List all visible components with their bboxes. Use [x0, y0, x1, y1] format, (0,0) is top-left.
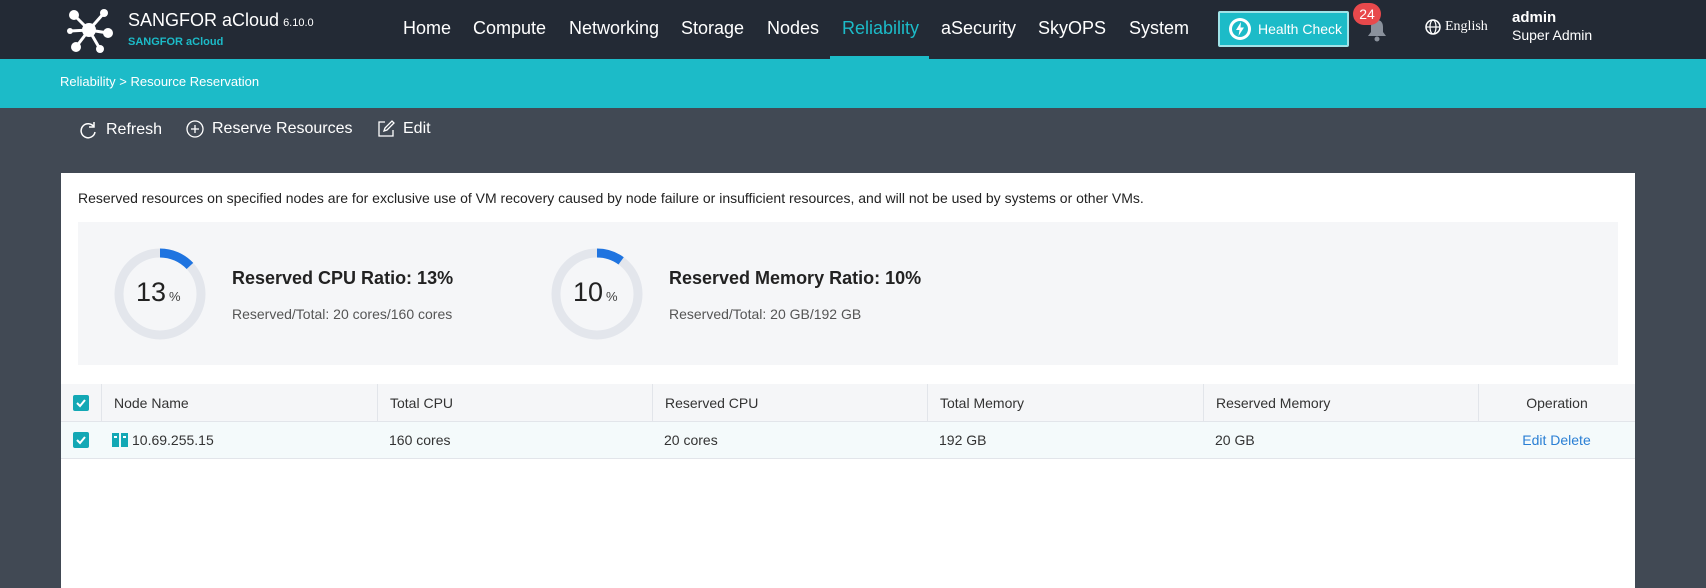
- nav-compute[interactable]: Compute: [473, 18, 547, 38]
- memory-ratio-ring: [551, 248, 643, 340]
- nav-home[interactable]: Home: [403, 18, 452, 38]
- nav-skyops[interactable]: SkyOPS: [1038, 18, 1107, 38]
- toolbar: Refresh Reserve Resources Edit: [0, 108, 1706, 156]
- refresh-icon: [80, 122, 96, 139]
- active-nav-indicator: [830, 56, 929, 59]
- edit-icon: [378, 120, 395, 137]
- breadcrumb-bar: Reliability > Resource Reservation: [0, 59, 1706, 108]
- reserved-cpu-cell: 20 cores: [664, 432, 718, 448]
- globe-icon: [1425, 19, 1441, 35]
- cpu-ratio-value: 13%: [136, 277, 181, 307]
- column-header-total-memory[interactable]: Total Memory: [927, 384, 1203, 421]
- reserve-resources-button[interactable]: Reserve Resources: [186, 120, 353, 138]
- breadcrumb: Reliability > Resource Reservation: [60, 74, 259, 89]
- refresh-button[interactable]: Refresh: [78, 120, 162, 140]
- breadcrumb-current: > Resource Reservation: [119, 74, 260, 89]
- row-checkbox[interactable]: [73, 432, 89, 448]
- nav-networking[interactable]: Networking: [569, 18, 660, 38]
- nav-storage[interactable]: Storage: [681, 18, 745, 38]
- brand-subtitle: SANGFOR aCloud: [128, 36, 224, 48]
- checkmark-icon: [76, 436, 86, 445]
- edit-label: Edit: [403, 120, 431, 137]
- version-label: 6.10.0: [283, 17, 314, 29]
- refresh-label: Refresh: [106, 121, 163, 138]
- health-check-icon: [1229, 18, 1251, 40]
- reserve-resources-label: Reserve Resources: [212, 120, 353, 137]
- health-check-button[interactable]: Health Check: [1218, 11, 1349, 47]
- content-panel: Reserved resources on specified nodes ar…: [61, 173, 1635, 588]
- checkmark-icon: [76, 398, 86, 407]
- memory-ratio-detail: Reserved/Total: 20 GB/192 GB: [669, 306, 862, 322]
- cpu-ratio-detail: Reserved/Total: 20 cores/160 cores: [232, 306, 453, 322]
- table-header: Node Name Total CPU Reserved CPU Total M…: [61, 384, 1635, 422]
- column-header-operation: Operation: [1478, 384, 1635, 421]
- memory-ratio-arc: [551, 248, 643, 340]
- cpu-ratio-ring: [114, 248, 206, 340]
- table-row[interactable]: 10.69.255.15 160 cores 20 cores 192 GB 2…: [61, 422, 1635, 459]
- row-delete-link[interactable]: Delete: [1550, 432, 1591, 448]
- reservation-stats: 13% Reserved CPU Ratio: 13% Reserved/Tot…: [78, 222, 1618, 365]
- language-selector[interactable]: English: [1425, 19, 1488, 35]
- node-name-cell: 10.69.255.15: [101, 422, 377, 458]
- nav-asecurity[interactable]: aSecurity: [941, 18, 1017, 38]
- column-header-reserved-cpu[interactable]: Reserved CPU: [652, 384, 927, 421]
- memory-ratio-value: 10%: [573, 277, 618, 307]
- total-cpu-cell: 160 cores: [389, 432, 451, 448]
- edit-button[interactable]: Edit: [377, 120, 431, 138]
- column-header-reserved-memory[interactable]: Reserved Memory: [1203, 384, 1478, 421]
- sangfor-logo-icon: [67, 9, 113, 53]
- nav-system[interactable]: System: [1129, 18, 1190, 38]
- operation-cell: Edit Delete: [1478, 422, 1635, 458]
- total-memory-cell: 192 GB: [939, 432, 987, 448]
- reservation-notice: Reserved resources on specified nodes ar…: [78, 190, 1144, 206]
- user-role: Super Admin: [1512, 27, 1593, 43]
- user-name[interactable]: admin: [1512, 9, 1557, 26]
- column-header-total-cpu[interactable]: Total CPU: [377, 384, 652, 421]
- node-name: 10.69.255.15: [132, 432, 214, 448]
- breadcrumb-root[interactable]: Reliability: [60, 74, 116, 89]
- notification-count-badge: 24: [1353, 3, 1381, 25]
- select-all-checkbox[interactable]: [73, 394, 89, 411]
- add-circle-icon: [186, 120, 204, 138]
- reserved-memory-cell: 20 GB: [1215, 432, 1255, 448]
- row-edit-link[interactable]: Edit: [1522, 432, 1547, 448]
- language-label: English: [1445, 19, 1488, 34]
- column-header-node-name[interactable]: Node Name: [101, 384, 377, 421]
- nav-reliability[interactable]: Reliability: [842, 18, 920, 38]
- node-server-icon: [112, 433, 128, 447]
- cpu-ratio-title: Reserved CPU Ratio: 13%: [232, 268, 454, 288]
- cpu-ratio-arc: [114, 248, 206, 340]
- memory-ratio-title: Reserved Memory Ratio: 10%: [669, 268, 922, 288]
- nav-nodes[interactable]: Nodes: [767, 18, 820, 38]
- health-check-label: Health Check: [1258, 21, 1343, 37]
